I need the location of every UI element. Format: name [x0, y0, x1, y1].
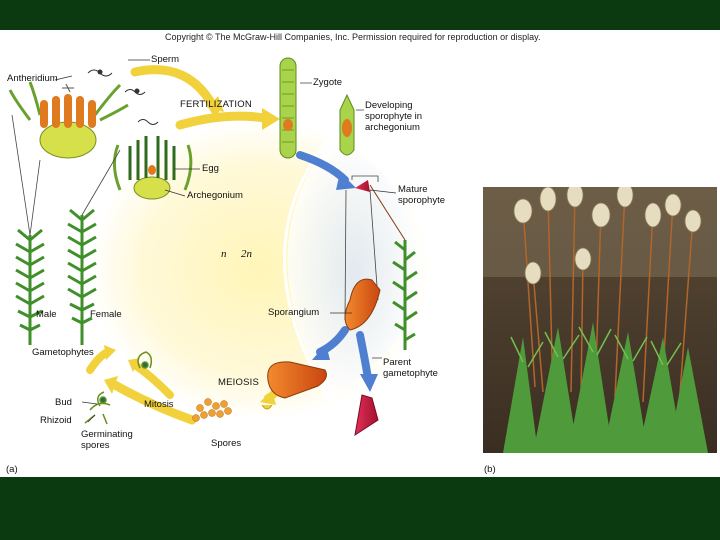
- label-egg: Egg: [202, 163, 219, 174]
- label-parent-line1: Parent: [383, 357, 411, 368]
- label-developing-line2: sporophyte in: [365, 111, 423, 122]
- open-capsule-illustration: [354, 394, 379, 437]
- male-gametophyte-illustration: [11, 114, 45, 345]
- sperm-illustration: [87, 69, 159, 125]
- label-germinating-line1: Germinating: [81, 429, 133, 440]
- label-germinating-line2: spores: [81, 440, 110, 451]
- developing-sporophyte-illustration: [339, 93, 355, 156]
- bottom-band: [0, 477, 720, 540]
- cycle-background: [90, 120, 430, 420]
- label-diploid-2n: 2n: [241, 248, 252, 260]
- copyright-notice: Copyright © The McGraw-Hill Companies, I…: [165, 32, 541, 42]
- moss-photograph: [483, 187, 717, 453]
- label-parent-line2: gametophyte: [383, 368, 438, 379]
- label-mitosis: Mitosis: [144, 399, 174, 410]
- archegonium-illustration: [113, 136, 193, 200]
- label-bud: Bud: [55, 397, 72, 408]
- zygote-illustration: [279, 57, 297, 159]
- label-sporangium: Sporangium: [268, 307, 320, 318]
- female-gametophyte-illustration: [67, 149, 121, 345]
- label-spores: Spores: [211, 438, 242, 449]
- label-female: Female: [90, 309, 122, 320]
- label-meiosis: MEIOSIS: [218, 377, 259, 388]
- label-male: Male: [36, 309, 57, 320]
- label-panel-a: (a): [6, 464, 18, 475]
- label-sperm: Sperm: [151, 54, 179, 65]
- label-gametophytes: Gametophytes: [32, 347, 94, 358]
- label-fertilization: FERTILIZATION: [180, 99, 252, 110]
- mature-sporophyte-illustration: [344, 175, 418, 350]
- label-developing-line3: archegonium: [365, 122, 420, 133]
- sporangium-illustration: [344, 278, 381, 331]
- spores-illustration: [192, 398, 232, 422]
- label-haploid-n: n: [221, 248, 227, 260]
- label-rhizoid: Rhizoid: [40, 415, 72, 426]
- label-developing-line1: Developing: [365, 100, 413, 111]
- label-zygote: Zygote: [313, 77, 343, 88]
- meiosis-capsule-illustration: [261, 361, 327, 410]
- label-mature-line2: sporophyte: [398, 195, 446, 206]
- antheridium-illustration: [8, 81, 129, 159]
- label-mature-line1: Mature: [398, 184, 428, 195]
- label-antheridium: Antheridium: [7, 73, 58, 84]
- top-band: [0, 0, 720, 30]
- label-panel-b: (b): [484, 464, 496, 475]
- label-archegonium: Archegonium: [187, 190, 243, 201]
- label-leaders: [54, 59, 397, 423]
